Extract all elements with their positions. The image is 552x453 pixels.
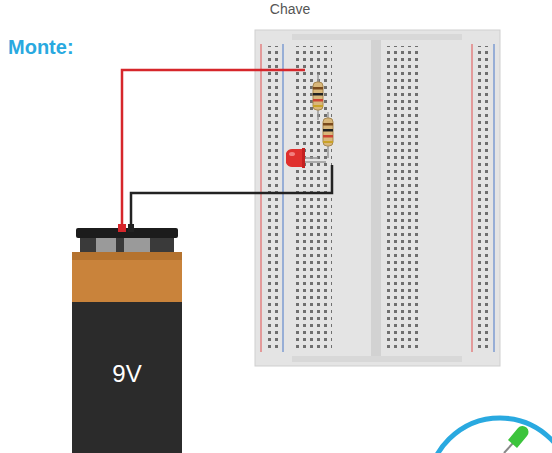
red-wire bbox=[122, 70, 305, 232]
black-wire bbox=[131, 165, 332, 232]
instruction-label: Monte: bbox=[8, 36, 74, 59]
breadboard bbox=[255, 30, 500, 366]
title-text: Chave bbox=[270, 1, 310, 17]
battery-voltage: 9V bbox=[112, 360, 141, 388]
battery-9v bbox=[72, 224, 182, 453]
led-symbol bbox=[286, 148, 326, 168]
resistor-symbol bbox=[313, 74, 323, 120]
resistor-symbol bbox=[323, 112, 333, 158]
led-badge bbox=[428, 418, 552, 453]
